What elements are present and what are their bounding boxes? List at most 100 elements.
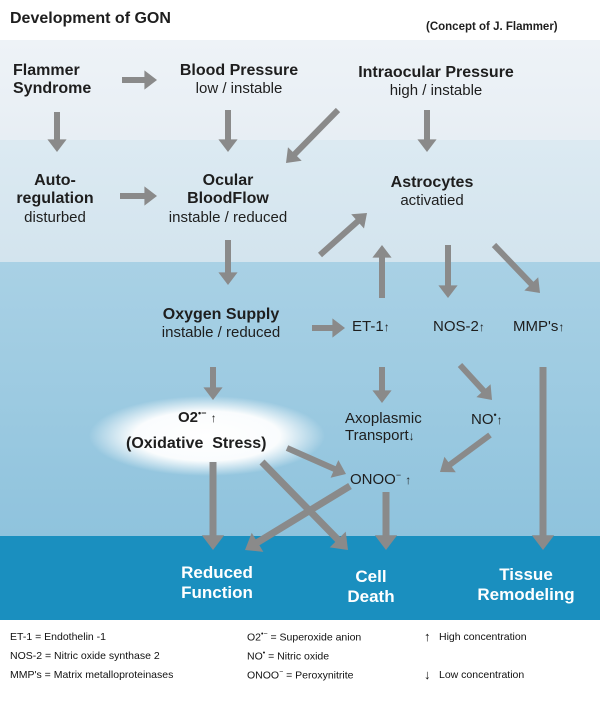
no-radical-sup: •: [493, 410, 497, 420]
legend-low: Low concentration: [439, 669, 525, 681]
arrow-iop-to-obf: [286, 107, 341, 163]
iop-title: Intraocular Pressure: [358, 64, 514, 81]
arrow-bp-to-obf: [218, 110, 238, 152]
node-mmp: MMP's↑: [513, 318, 564, 335]
node-axoplasmic-transport: Axoplasmic Transport↓: [345, 410, 422, 445]
outcome-reduced-function: Reduced Function: [181, 563, 253, 602]
legend-onoo-text: = Peroxynitrite: [286, 669, 354, 682]
node-intraocular-pressure: Intraocular Pressure high / instable: [338, 64, 534, 100]
arrow-iop-to-obf-head: [286, 147, 302, 163]
arrow-astro-to-nos2-head: [438, 285, 458, 298]
band-causes: [0, 40, 600, 140]
arrow-superoxide-to-onoo: [285, 445, 346, 478]
arrow-et1-to-axoplasmic: [372, 367, 392, 403]
band-outcomes: [0, 536, 600, 620]
up-arrow-icon: ↑: [405, 473, 412, 487]
arrow-o2supply-to-superoxide-head: [203, 387, 223, 400]
node-nos2: NOS-2↑: [433, 318, 485, 335]
legend-superoxide: O2•− = Superoxide anion: [247, 631, 361, 644]
axoplasmic-label: Axoplasmic Transport: [345, 410, 422, 445]
arrow-flammer-to-autoreg-head: [47, 139, 67, 152]
arrow-mmp-to-tissue-head: [531, 535, 555, 550]
legend-down-arrow-icon: ↓: [424, 667, 431, 682]
arrow-o2-to-celldeath-head: [329, 531, 348, 550]
band-mechanisms: [0, 262, 600, 536]
arrow-et1-to-astro: [372, 245, 392, 298]
arrow-onoo-to-reduced: [245, 483, 352, 552]
arrow-o2-to-celldeath-shaft: [259, 459, 341, 543]
legend-nitric-oxide: NO• = Nitric oxide: [247, 650, 329, 663]
arrow-onoo-to-celldeath: [374, 492, 398, 550]
autoregulation-title: Auto- regulation: [16, 172, 94, 208]
arrow-no-to-onoo: [440, 432, 492, 473]
blood-pressure-title: Blood Pressure: [179, 62, 299, 79]
arrow-nos2-to-no-head: [476, 384, 492, 400]
arrow-o2-to-reduced: [201, 462, 225, 550]
arrow-to-astrocytes-head: [351, 213, 367, 229]
page-title: Development of GON: [10, 10, 171, 27]
arrow-astro-to-mmp-head: [524, 277, 540, 293]
legend-superoxide-base: O2: [247, 631, 262, 644]
up-arrow-icon: ↑: [558, 320, 565, 334]
arrow-nos2-to-no-shaft: [457, 362, 487, 394]
arrow-o2-to-reduced-head: [201, 535, 225, 550]
up-arrow-icon: ↑: [383, 320, 390, 334]
arrow-autoreg-to-obf-head: [144, 186, 157, 206]
arrow-group: [47, 70, 555, 552]
node-nitric-oxide: NO•↑: [471, 410, 503, 428]
astrocytes-sub: activatied: [400, 192, 464, 210]
arrow-onoo-to-celldeath-head: [374, 535, 398, 550]
up-arrow-icon: ↑: [478, 320, 485, 334]
arrow-mmp-to-tissue: [531, 367, 555, 550]
arrow-et1-to-astro-head: [372, 245, 392, 258]
autoregulation-sub: disturbed: [24, 208, 86, 226]
blood-pressure-sub: low / instable: [195, 80, 283, 98]
arrow-no-to-onoo-shaft: [447, 432, 492, 468]
arrow-flammer-to-bp-head: [144, 70, 157, 90]
legend-superoxide-sup: •−: [261, 631, 268, 638]
oxygen-supply-title: Oxygen Supply: [162, 306, 280, 323]
iop-sub: high / instable: [389, 82, 483, 100]
arrow-nos2-to-no: [457, 362, 492, 400]
arrow-iop-to-astro-head: [417, 139, 437, 152]
legend-no-sup: •: [262, 650, 266, 657]
concept-credit: (Concept of J. Flammer): [426, 21, 558, 33]
node-peroxynitrite: ONOO− ↑: [350, 470, 411, 488]
arrow-astro-to-nos2: [438, 245, 458, 298]
arrow-o2-to-celldeath: [259, 459, 348, 550]
onoo-label: ONOO: [350, 471, 396, 488]
onoo-charge-sup: −: [395, 470, 402, 480]
arrow-astro-to-mmp: [491, 242, 540, 293]
mmp-label: MMP's: [513, 318, 559, 335]
superoxide-radical-sup: •−: [198, 408, 207, 418]
ocular-bloodflow-title: Ocular BloodFlow: [187, 172, 269, 208]
legend-high: High concentration: [439, 631, 527, 643]
up-arrow-icon: ↑: [496, 413, 503, 427]
oxygen-supply-sub: instable / reduced: [161, 324, 281, 342]
arrow-to-astrocytes: [318, 213, 367, 258]
arrow-astro-to-mmp-shaft: [491, 242, 535, 287]
oxidative-stress-glow: [89, 396, 325, 476]
legend-no-text: = Nitric oxide: [268, 650, 330, 663]
arrow-no-to-onoo-head: [440, 456, 456, 473]
node-autoregulation: Auto- regulation disturbed: [5, 172, 105, 226]
node-ocular-bloodflow: Ocular BloodFlow instable / reduced: [150, 172, 306, 226]
no-label: NO: [471, 411, 494, 428]
legend-et1: ET-1 = Endothelin -1: [10, 631, 107, 643]
arrow-iop-to-astro: [417, 110, 437, 152]
et1-label: ET-1: [352, 318, 384, 335]
arrow-superoxide-to-onoo-head: [330, 460, 346, 478]
legend-peroxynitrite: ONOO− = Peroxynitrite: [247, 669, 354, 682]
arrow-iop-to-obf-shaft: [291, 107, 341, 157]
arrow-o2supply-to-superoxide: [203, 367, 223, 400]
arrow-autoreg-to-obf: [120, 186, 157, 206]
astrocytes-title: Astrocytes: [390, 174, 474, 191]
arrow-obf-to-o2supply: [218, 240, 238, 285]
node-astrocytes: Astrocytes activatied: [362, 174, 502, 210]
legend-nos2: NOS-2 = Nitric oxide synthase 2: [10, 650, 160, 662]
legend-no-base: NO: [247, 650, 263, 663]
node-et1: ET-1↑: [352, 318, 390, 335]
nos2-label: NOS-2: [433, 318, 479, 335]
up-arrow-icon: ↑: [210, 411, 217, 425]
